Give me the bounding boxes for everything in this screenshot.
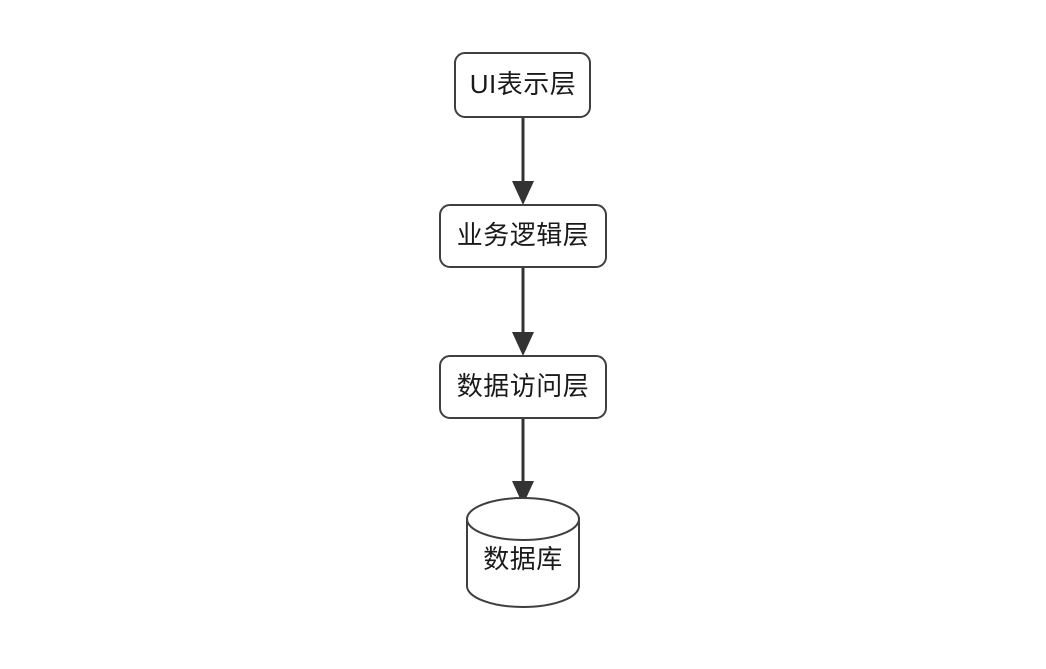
node-data-access-layer-shape[interactable] xyxy=(439,355,607,419)
node-database-top xyxy=(466,497,580,541)
node-data-access-layer[interactable]: 数据访问层 xyxy=(439,355,607,419)
edge-data-to-database xyxy=(512,418,534,505)
edge-ui-to-business xyxy=(512,117,534,205)
node-ui-layer[interactable]: UI表示层 xyxy=(454,52,591,118)
edge-business-to-data-arrowhead xyxy=(512,332,534,356)
node-business-logic-layer[interactable]: 业务逻辑层 xyxy=(439,204,607,268)
edge-data-to-database-arrowhead xyxy=(512,481,534,505)
node-data-access-layer-label: 数据访问层 xyxy=(457,371,590,401)
node-business-logic-layer-shape[interactable] xyxy=(439,204,607,268)
node-database-label: 数据库 xyxy=(483,544,563,574)
edge-ui-to-business-arrowhead xyxy=(512,181,534,205)
node-database-body[interactable] xyxy=(466,518,580,608)
node-business-logic-layer-label: 业务逻辑层 xyxy=(457,220,590,250)
node-ui-layer-shape[interactable] xyxy=(454,52,591,118)
node-database[interactable]: 数据库 xyxy=(466,497,580,608)
node-ui-layer-label: UI表示层 xyxy=(470,69,577,99)
edge-business-to-data xyxy=(512,267,534,356)
